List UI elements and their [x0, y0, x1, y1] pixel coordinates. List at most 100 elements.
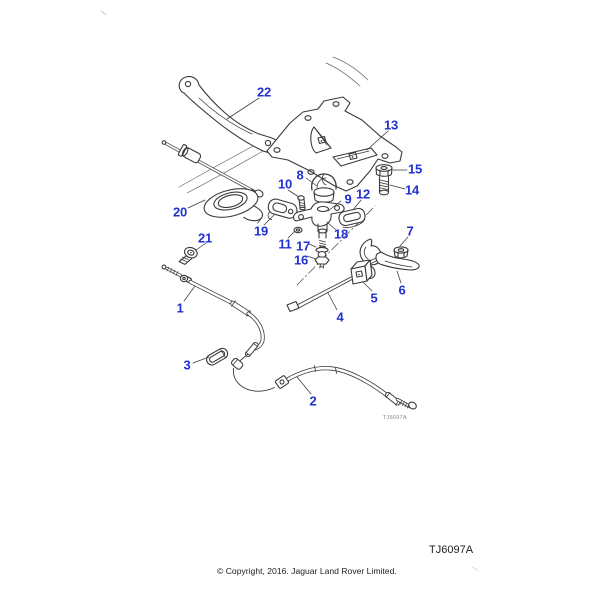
thread-ticks — [379, 179, 389, 192]
part-10-pin — [297, 195, 306, 211]
bracket-ridge — [198, 97, 253, 135]
square-nut — [348, 151, 358, 161]
callout-8[interactable]: 8 — [296, 167, 304, 183]
leader-8 — [305, 177, 318, 187]
release-cable-upper — [161, 140, 264, 198]
part-16-bolt — [314, 256, 330, 269]
leader-11 — [287, 230, 296, 239]
sheath-divider — [314, 365, 337, 374]
leader-22 — [226, 97, 260, 120]
callout-5[interactable]: 5 — [370, 290, 378, 306]
callout-4[interactable]: 4 — [336, 309, 344, 325]
leader-4 — [327, 292, 338, 311]
part-12-pad — [338, 207, 366, 228]
part-21-push-pin — [178, 246, 198, 265]
plate-hole — [346, 179, 354, 185]
leader-3 — [192, 356, 210, 364]
cable-eye-fitting — [179, 274, 189, 283]
part-17-ball-seat — [315, 247, 329, 259]
callout-14[interactable]: 14 — [404, 182, 420, 198]
leader-2 — [296, 376, 312, 395]
part-18-spindle — [317, 223, 328, 250]
plate-boss — [310, 126, 332, 154]
callout-15[interactable]: 15 — [407, 161, 423, 177]
callout-7[interactable]: 7 — [406, 223, 414, 239]
block-hole — [355, 270, 364, 278]
part-1-cable-front — [161, 264, 290, 392]
part-4-rod — [286, 257, 378, 313]
part-2-cable-rear — [286, 365, 417, 410]
stray-mark — [100, 10, 107, 16]
square-nut — [317, 135, 327, 145]
copyright-notice: © Copyright, 2016. Jaguar Land Rover Lim… — [217, 566, 397, 576]
callout-22[interactable]: 22 — [256, 84, 272, 100]
thread-ticks — [399, 400, 410, 409]
leader-20 — [187, 199, 206, 209]
leader-12 — [352, 199, 362, 211]
plate-hole — [332, 101, 340, 107]
callout-9[interactable]: 9 — [344, 191, 352, 207]
callout-20[interactable]: 20 — [172, 204, 188, 220]
figure-reference: TJ6097A — [429, 544, 474, 556]
part-13-mounting-plate — [266, 96, 403, 192]
stray-mark — [472, 566, 478, 571]
callout-3[interactable]: 3 — [183, 357, 191, 373]
leader-21 — [195, 242, 207, 251]
part-5-trunnion-block — [350, 259, 373, 285]
figure-code-small: TJ6097A — [383, 415, 407, 421]
cable-barrel-fitting — [231, 357, 244, 370]
callout-1[interactable]: 1 — [176, 300, 184, 316]
leader-7 — [399, 236, 409, 247]
plate-boss — [332, 147, 378, 167]
callout-2[interactable]: 2 — [309, 393, 317, 409]
leader-16 — [306, 255, 317, 260]
leader-17 — [308, 243, 317, 248]
plate-hole — [381, 153, 389, 159]
callout-12[interactable]: 12 — [355, 186, 371, 202]
leader-14 — [389, 184, 406, 190]
callout-6[interactable]: 6 — [398, 282, 406, 298]
leader-19 — [263, 214, 275, 226]
cable-ferrule — [177, 144, 202, 164]
cable-clamp — [274, 375, 290, 389]
bracket-hole — [184, 80, 192, 88]
leader-1 — [183, 285, 196, 302]
bracket-hole — [264, 139, 272, 147]
thread-ticks — [166, 266, 179, 276]
callout-19[interactable]: 19 — [253, 223, 269, 239]
bracket-arm-hole — [334, 205, 340, 211]
part-14-bolt — [378, 176, 390, 196]
callout-17[interactable]: 17 — [295, 238, 311, 254]
leader-lines — [183, 97, 409, 395]
part-7-nut — [393, 246, 409, 259]
assembly-sweep-lines — [178, 56, 369, 194]
leader-5 — [362, 281, 373, 292]
rod-flat-end — [286, 300, 300, 313]
part-22-support-bracket — [178, 75, 281, 154]
leader-10 — [287, 189, 300, 198]
bracket-arm-hole — [298, 214, 304, 220]
phantom-line — [296, 205, 376, 286]
plate-hole — [307, 169, 315, 175]
part-15-nut — [375, 164, 393, 177]
leader-18 — [326, 221, 337, 231]
callout-10[interactable]: 10 — [277, 176, 293, 192]
thread-ticks — [299, 202, 306, 207]
inner-cable — [232, 368, 275, 392]
callout-11[interactable]: 11 — [278, 236, 292, 252]
callout-13[interactable]: 13 — [383, 117, 399, 133]
callout-18[interactable]: 18 — [333, 226, 349, 242]
leader-6 — [396, 270, 402, 284]
part-3-clip — [206, 347, 229, 366]
part-20-grommet — [203, 188, 264, 224]
part-11-ring — [293, 226, 303, 234]
cable-end-cap — [408, 401, 417, 410]
leader-9 — [327, 200, 342, 212]
callout-16[interactable]: 16 — [293, 252, 309, 268]
callout-21[interactable]: 21 — [197, 230, 213, 246]
part-19-clip — [267, 198, 298, 220]
plate-hole — [273, 147, 281, 153]
leader-13 — [366, 130, 389, 151]
